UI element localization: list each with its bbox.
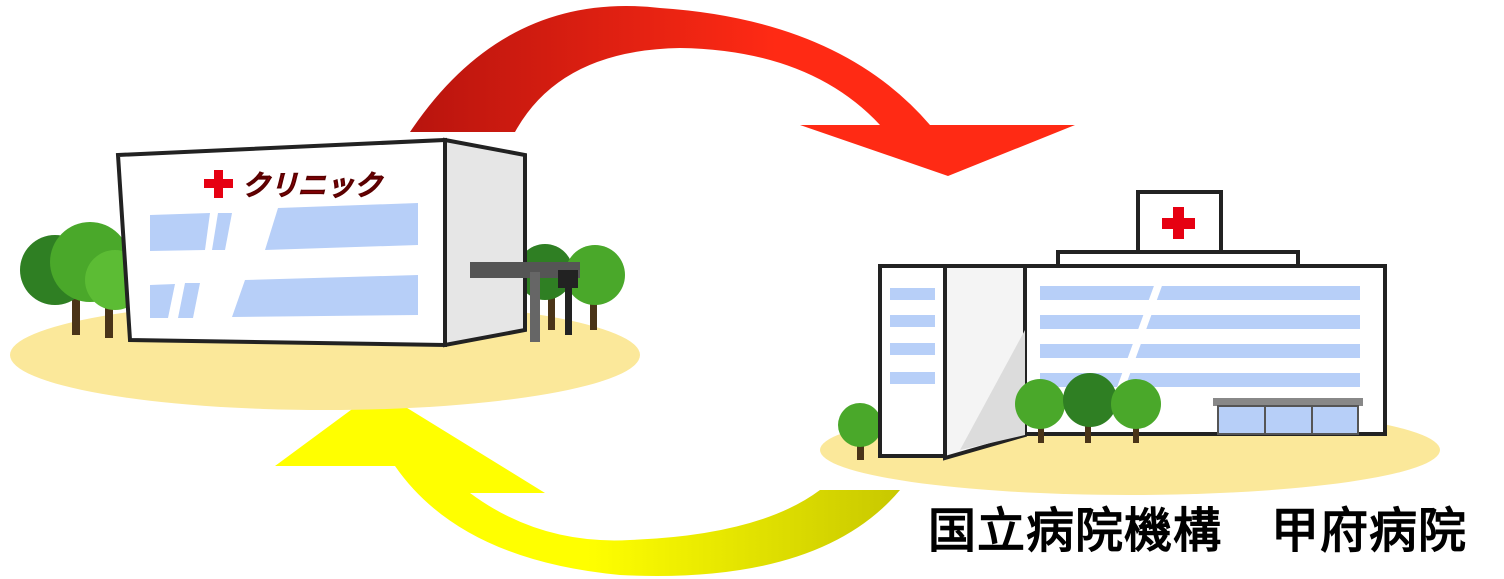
referral-arrow-bottom [275,390,900,576]
clinic-sign: クリニック [242,169,384,202]
hospital-tree-left [838,403,882,460]
clinic-trees-left [20,222,145,338]
referral-arrow-top [410,5,1075,176]
clinic-building: クリニック [10,137,640,410]
hospital-trees-front [1015,373,1161,443]
hospital-building [820,190,1440,495]
clinic-cross-icon [204,170,233,198]
hospital-cross-icon [1162,207,1195,239]
hospital-name-caption: 国立病院機構 甲府病院 [928,503,1468,559]
